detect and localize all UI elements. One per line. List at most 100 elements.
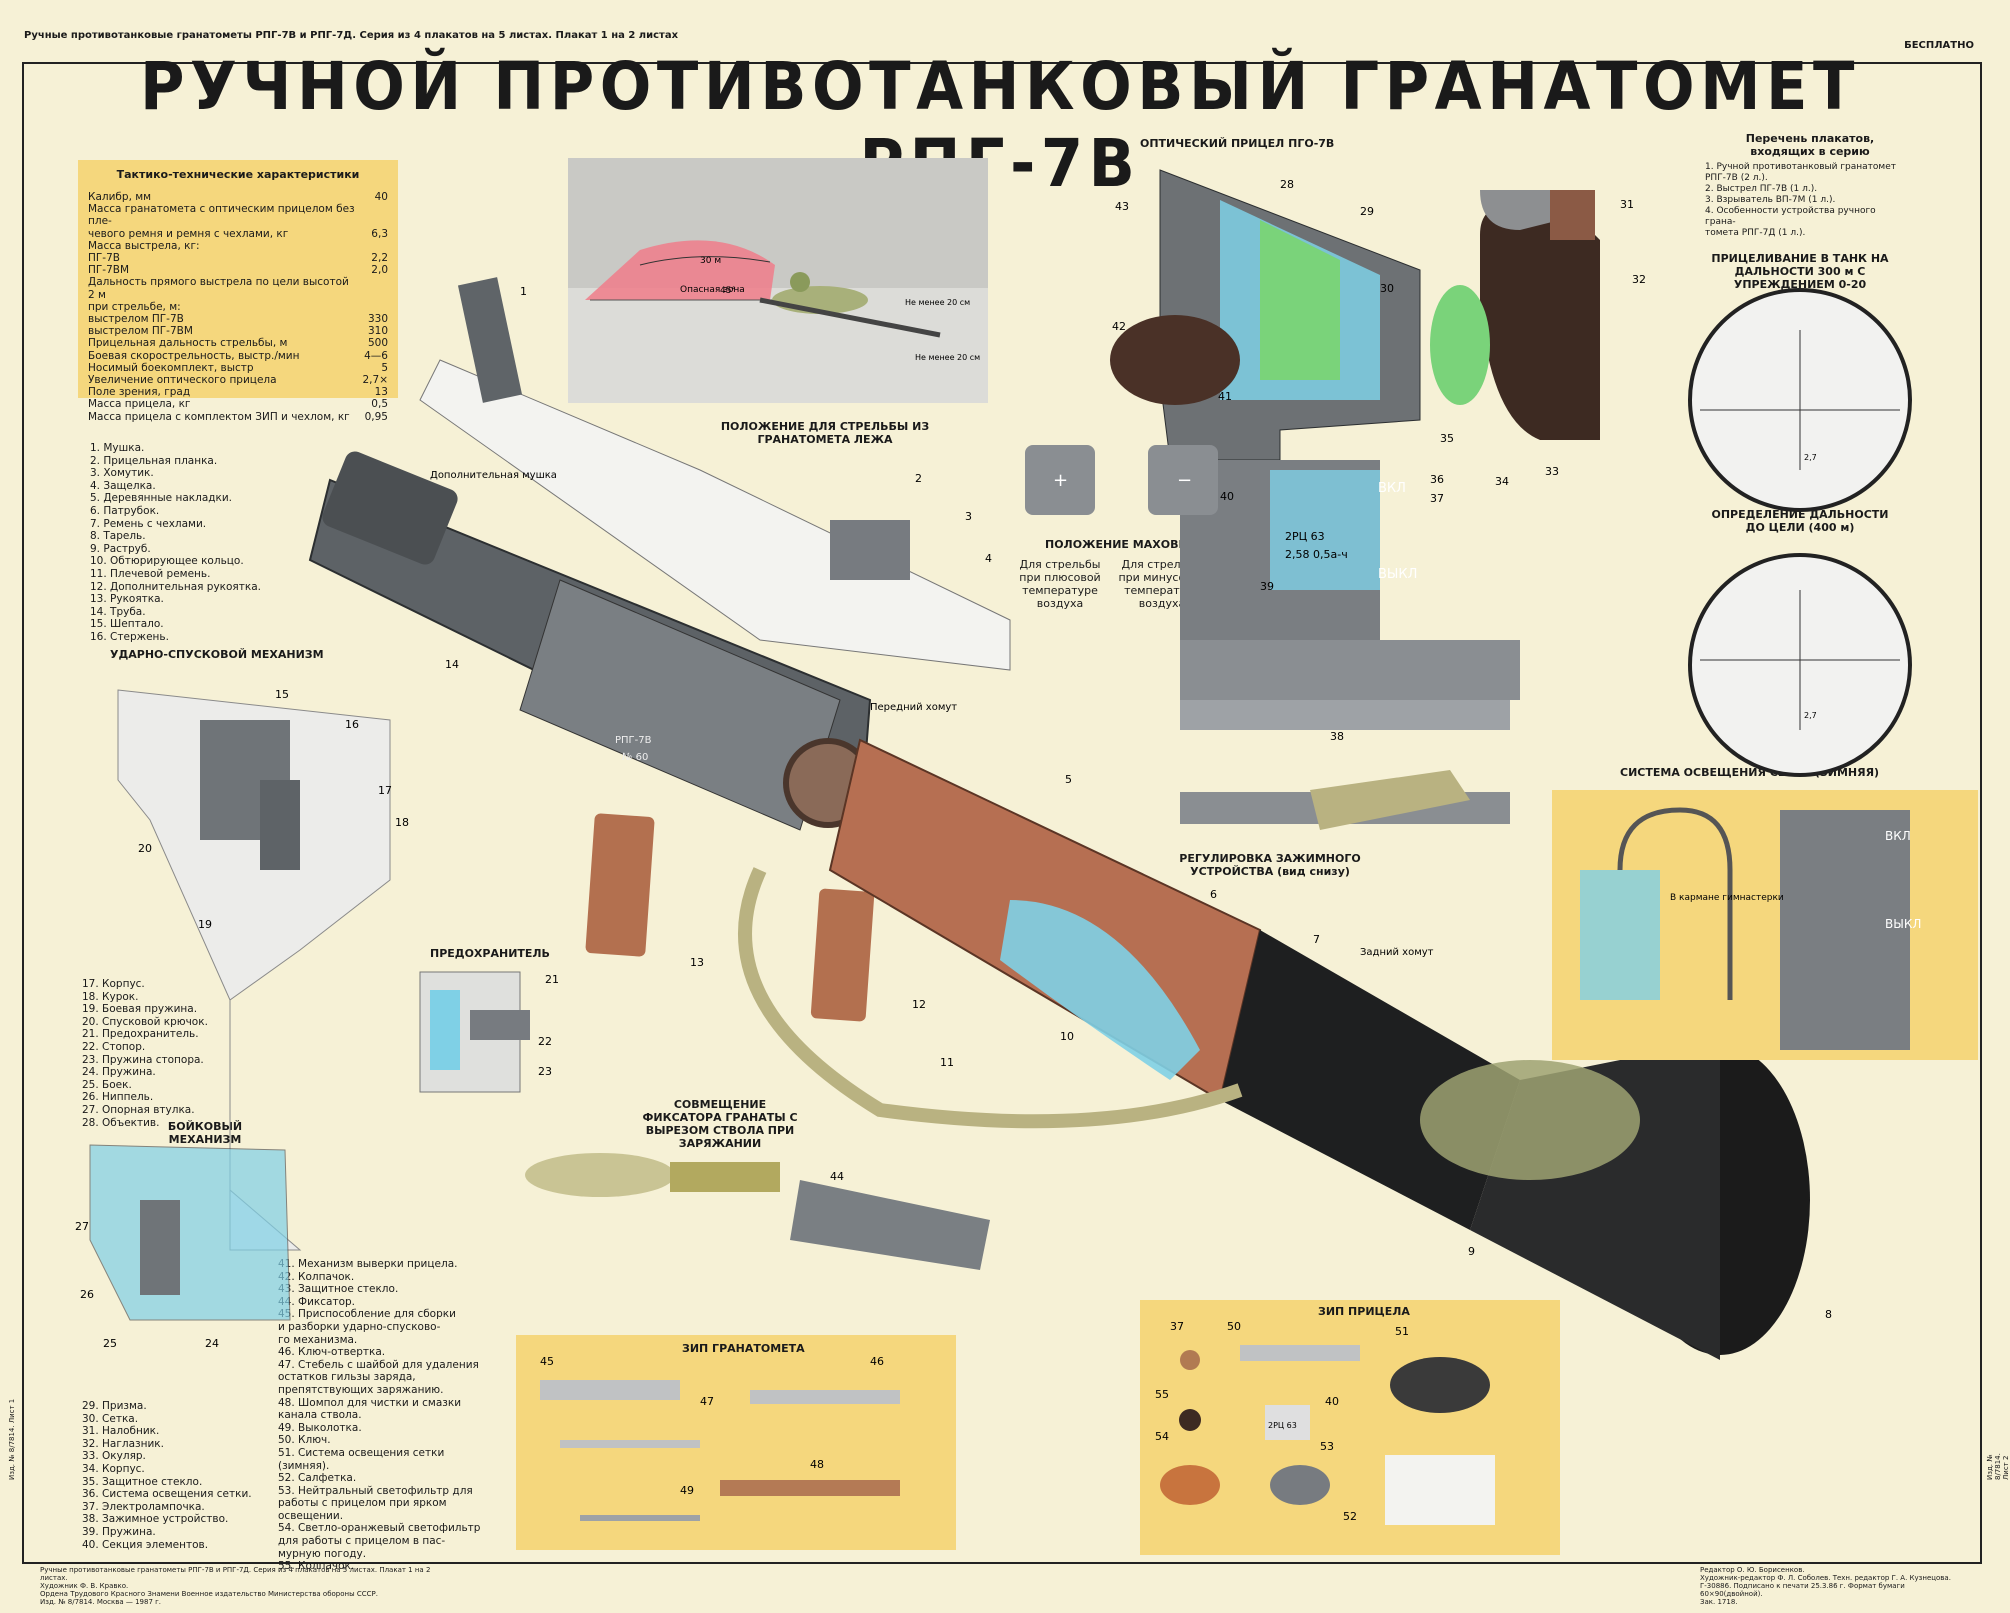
bulb — [1180, 1350, 1200, 1370]
callout-27: 27 — [75, 1220, 89, 1233]
spec-value: 4—6 — [364, 349, 388, 362]
list-item: 14. Труба. — [90, 605, 146, 618]
callout-31: 31 — [1620, 198, 1634, 211]
list-item: канала ствола. — [278, 1409, 362, 1422]
list-item: 29. Призма. — [82, 1400, 147, 1412]
zip-sight-panel: 2РЦ 63 37 50 51 55 40 54 53 52 — [1140, 1300, 1560, 1555]
list-item: 1. Ручной противотанковый гранатомет РПГ… — [1705, 162, 1897, 183]
list-item: 48. Шомпол для чистки и смазки — [278, 1396, 462, 1409]
list-item: 10. Обтюрирующее кольцо. — [90, 555, 244, 568]
spec-label: Масса выстрела, кг: — [88, 239, 200, 252]
spec-value: 6,3 — [371, 227, 388, 240]
list-item: работы с прицелом при ярком — [278, 1497, 447, 1510]
list-item: 41. Механизм выверки прицела. — [278, 1258, 458, 1270]
callout-37b: 37 — [1170, 1320, 1184, 1333]
cloth-wipe — [1385, 1455, 1495, 1525]
clamp-section-title: РЕГУЛИРОВКА ЗАЖИМНОГО УСТРОЙСТВА (вид сн… — [1179, 852, 1361, 878]
callout-12: 12 — [912, 998, 926, 1011]
spec-label: Увеличение оптического прицела — [88, 374, 277, 387]
assembly-tool — [540, 1380, 680, 1400]
spec-value: 5 — [381, 361, 388, 374]
list-item: 4. Защелка. — [90, 479, 156, 492]
list-item: го механизма. — [278, 1333, 358, 1346]
zip-battery-label: 2РЦ 63 — [1268, 1421, 1297, 1430]
spec-value: 2,7× — [362, 374, 389, 387]
list-item: 34. Корпус. — [82, 1462, 145, 1475]
spec-label: Масса прицела, кг — [88, 398, 191, 411]
shoulder-strap — [738, 867, 1243, 1129]
spec-label: ПГ-7ВМ — [88, 264, 130, 277]
callout-49: 49 — [680, 1484, 694, 1497]
barrel-cutaway — [1000, 900, 1200, 1080]
list-item: 52. Салфетка. — [278, 1472, 357, 1485]
callout-10: 10 — [1060, 1030, 1074, 1043]
soldier-helmet — [790, 272, 810, 292]
loading-barrel — [790, 1180, 990, 1270]
list-item: 54. Светло-оранжевый светофильтр — [278, 1522, 481, 1535]
parts-list-41-55: 41. Механизм выверки прицела.42. Колпачо… — [278, 1258, 480, 1573]
hammer — [260, 780, 300, 870]
firing-pin — [140, 1200, 180, 1295]
list-item: 21. Предохранитель. — [82, 1028, 199, 1041]
callout-17: 17 — [378, 784, 392, 797]
plus-temp-note: Для стрельбы при плюсовой температуре во… — [1019, 558, 1101, 610]
callout-33: 33 — [1545, 465, 1559, 478]
spec-value: 0,95 — [364, 410, 388, 423]
list-item: 3. Взрыватель ВП-7М (1 л.). — [1705, 195, 1836, 205]
illum-vykl: ВЫКЛ — [1885, 917, 1921, 931]
callout-35: 35 — [1440, 432, 1454, 445]
callout-18: 18 — [395, 816, 409, 829]
callout-25: 25 — [103, 1337, 117, 1350]
list-item: 50. Ключ. — [278, 1434, 331, 1447]
key-screwdriver — [750, 1390, 900, 1404]
list-item: 42. Колпачок. — [278, 1270, 355, 1283]
pistol-grip — [585, 813, 655, 957]
list-item: 20. Спусковой крючок. — [82, 1015, 208, 1028]
callout-8: 8 — [1825, 1308, 1832, 1321]
callout-29: 29 — [1360, 205, 1374, 218]
sight-mount-receiver — [519, 579, 841, 831]
callout-3: 3 — [965, 510, 972, 523]
flywheel-title: ПОЛОЖЕНИЕ МАХОВИЧКА — [1045, 538, 1215, 551]
list-item: 28. Объектив. — [82, 1116, 160, 1129]
zip-launcher-panel: 45 46 47 48 49 — [516, 1335, 956, 1550]
list-item: 18. Курок. — [82, 990, 139, 1003]
list-item: 15. Шептало. — [90, 618, 164, 631]
list-item: 40. Секция элементов. — [82, 1538, 209, 1551]
spec-row: Масса выстрела, кг: — [88, 240, 388, 252]
rear-sight-detail: 1 2 3 4 — [419, 277, 1011, 671]
list-item: 2. Выстрел ПГ-7В (1 л.). — [1705, 184, 1818, 194]
safety-detail: 21 22 23 — [419, 971, 559, 1093]
side-note-left: Изд. № 8/7814. Лист 1 — [8, 1398, 16, 1480]
list-item: 45. Приспособление для сборки — [278, 1308, 456, 1321]
list-item: препятствующих заряжанию. — [278, 1383, 444, 1396]
callout-19: 19 — [198, 918, 212, 931]
specs-heading: Тактико-технические характеристики — [116, 168, 360, 181]
spec-row: при стрельбе, м: — [88, 301, 388, 313]
list-item: освещении. — [278, 1509, 344, 1522]
spec-label: чевого ремня и ремня с чехлами, кг — [88, 227, 289, 240]
spec-row: Дальность прямого выстрела по цели высот… — [88, 276, 388, 300]
grenade-warhead — [525, 1153, 675, 1197]
list-item: 51. Система освещения сетки — [278, 1446, 445, 1459]
trigger-section-title: УДАРНО-СПУСКОВОЙ МЕХАНИЗМ — [110, 648, 324, 661]
prism — [1260, 220, 1340, 380]
firing-pin-detail: 27 26 25 24 — [75, 1144, 291, 1350]
poster-frame — [22, 62, 1982, 1564]
sight-bracket — [1180, 640, 1520, 700]
ocular-lens — [1430, 285, 1490, 405]
callout-7: 7 — [1313, 933, 1320, 946]
callout-37: 37 — [1430, 492, 1444, 505]
callout-2: 2 — [915, 472, 922, 485]
list-item: 49. Выколотка. — [278, 1421, 362, 1434]
callout-5: 5 — [1065, 773, 1072, 786]
price-label: БЕСПЛАТНО — [1904, 40, 1974, 51]
clamp-rail — [1180, 700, 1510, 730]
list-item: 53. Нейтральный светофильтр для — [278, 1484, 473, 1497]
